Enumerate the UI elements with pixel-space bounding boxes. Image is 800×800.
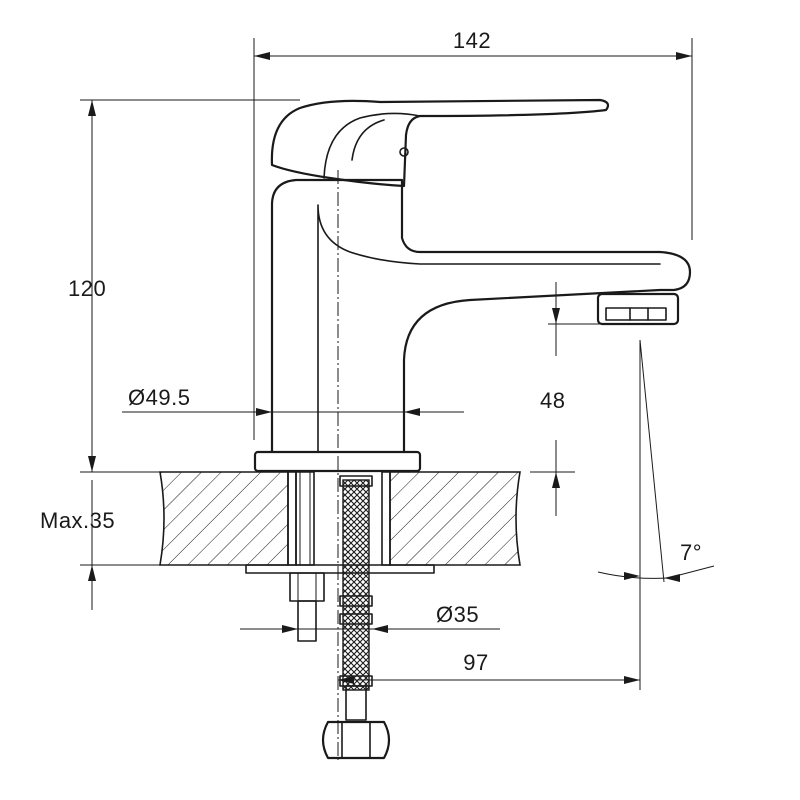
fixing-plate (245, 564, 435, 574)
dim-spout-height: 48 (530, 282, 600, 516)
stud-end (297, 600, 317, 642)
body-column (270, 178, 692, 452)
handle-inner-curve (323, 112, 421, 179)
braided-hose (342, 479, 370, 691)
label-spout-reach: 97 (463, 650, 488, 675)
dim-mounting-hole: Ø35 (240, 602, 500, 633)
dim-mounting-thickness: Max.35 (40, 480, 160, 610)
dim-spout-reach: 97 (338, 340, 641, 690)
handle-cap (270, 98, 610, 188)
label-mounting-thickness: Max.35 (40, 508, 115, 533)
dim-body-diameter: Ø49.5 (122, 385, 464, 416)
mounting-hole-wall-right (381, 471, 391, 566)
countertop-left (159, 471, 289, 566)
dim-overall-height: 120 (68, 99, 300, 473)
handle-inner-curve-2 (351, 119, 385, 161)
label-mounting-hole: Ø35 (436, 602, 479, 627)
aerator (596, 292, 680, 326)
label-overall-height: 120 (68, 276, 106, 301)
label-overall-width: 142 (453, 28, 491, 53)
fixing-nut (289, 572, 325, 602)
threaded-stud (295, 471, 315, 566)
faucet-body (253, 178, 692, 473)
label-spout-angle: 7° (680, 540, 702, 565)
dim-overall-width: 142 (253, 28, 693, 440)
countertop-section (159, 471, 521, 566)
mounting-hardware (245, 471, 435, 760)
body-inner-line (317, 204, 661, 453)
handle-screw (399, 147, 409, 157)
mounting-hole-wall-left (287, 471, 297, 566)
hose-connector-nut (321, 720, 391, 760)
dim-spout-angle: 7° (597, 339, 715, 583)
lever-handle[interactable] (270, 98, 610, 188)
label-body-diameter: Ø49.5 (128, 385, 190, 410)
countertop-right (389, 471, 521, 566)
label-spout-height: 48 (540, 388, 565, 413)
